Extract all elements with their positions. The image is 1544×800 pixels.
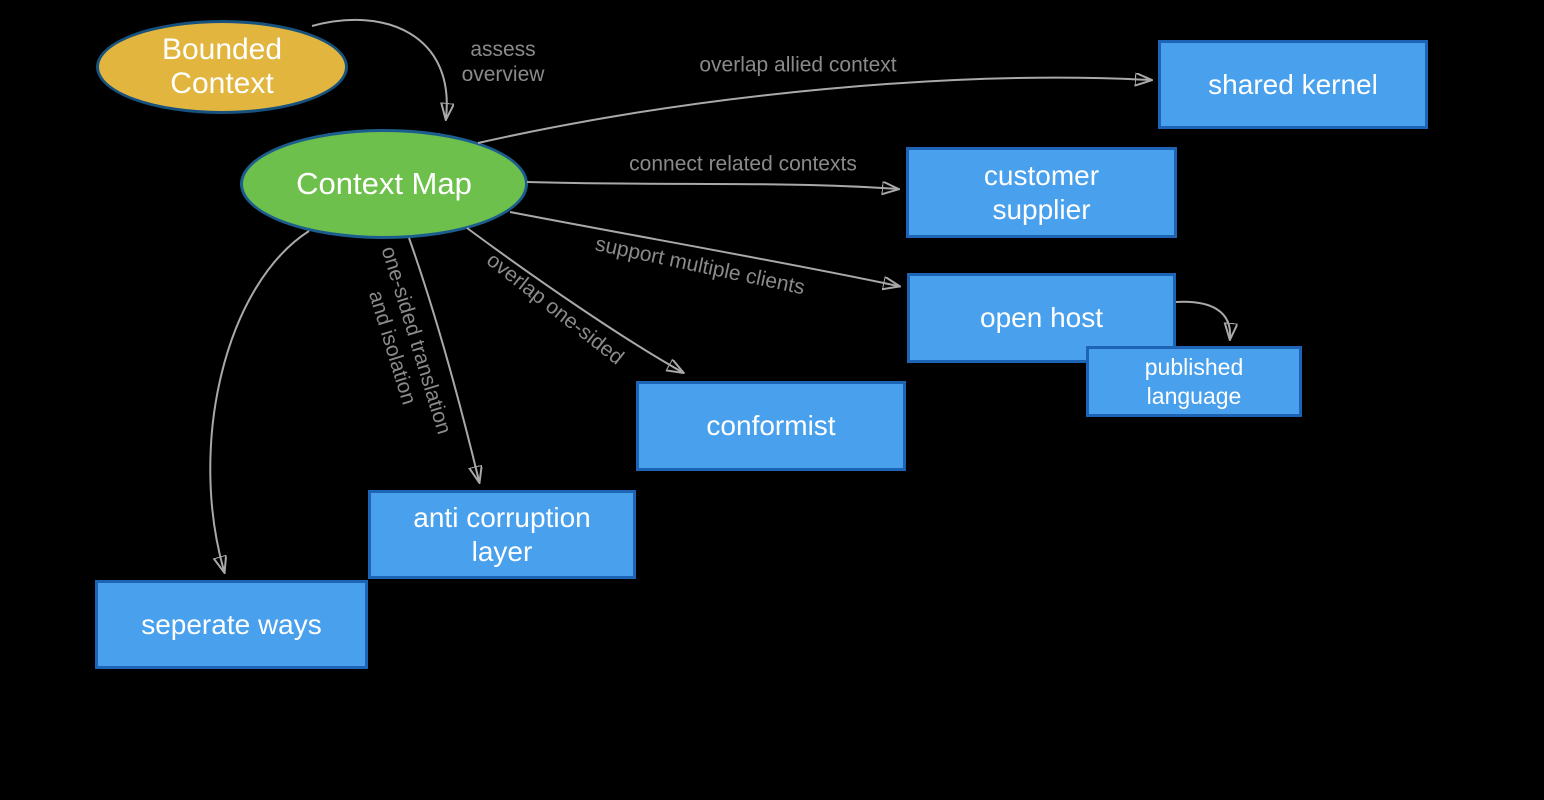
node-separate-ways: seperate ways — [95, 580, 368, 669]
node-published-language: published language — [1086, 346, 1302, 417]
node-bounded-context-label: Bounded Context — [161, 33, 283, 100]
node-customer-supplier-label: customer supplier — [983, 160, 1100, 225]
edge-label-one-sided-translation: one-sided translation and isolation — [363, 243, 456, 437]
node-published-language-label: published language — [1144, 353, 1244, 409]
edge-label-overlap-allied-context: overlap allied context — [699, 53, 897, 77]
node-bounded-context: Bounded Context — [96, 20, 348, 114]
edge-to-published-language-arrow — [1175, 300, 1230, 338]
node-shared-kernel: shared kernel — [1158, 40, 1428, 129]
edge-label-assess-overview: assess overview — [461, 37, 545, 86]
node-context-map: Context Map — [240, 129, 528, 239]
edge-label-connect-related-contexts: connect related contexts — [629, 152, 857, 176]
node-shared-kernel-label: shared kernel — [1208, 68, 1378, 100]
edge-label-support-multiple-clients: support multiple clients — [593, 232, 807, 300]
edge-connect-related-contexts-arrow — [526, 181, 897, 189]
node-anti-corruption-layer: anti corruption layer — [368, 490, 636, 579]
node-conformist-label: conformist — [706, 410, 836, 441]
edge-label-overlap-one-sided: overlap one-sided — [482, 248, 628, 370]
node-open-host-label: open host — [980, 302, 1103, 333]
node-open-host: open host — [907, 273, 1176, 363]
node-anti-corruption-layer-label: anti corruption layer — [413, 502, 591, 567]
edge-to-separate-ways-arrow — [209, 230, 310, 571]
node-context-map-label: Context Map — [296, 166, 472, 201]
edge-overlap-allied-context-arrow — [477, 78, 1150, 144]
node-customer-supplier: customer supplier — [906, 147, 1177, 238]
node-separate-ways-label: seperate ways — [141, 608, 322, 640]
node-conformist: conformist — [636, 381, 906, 471]
